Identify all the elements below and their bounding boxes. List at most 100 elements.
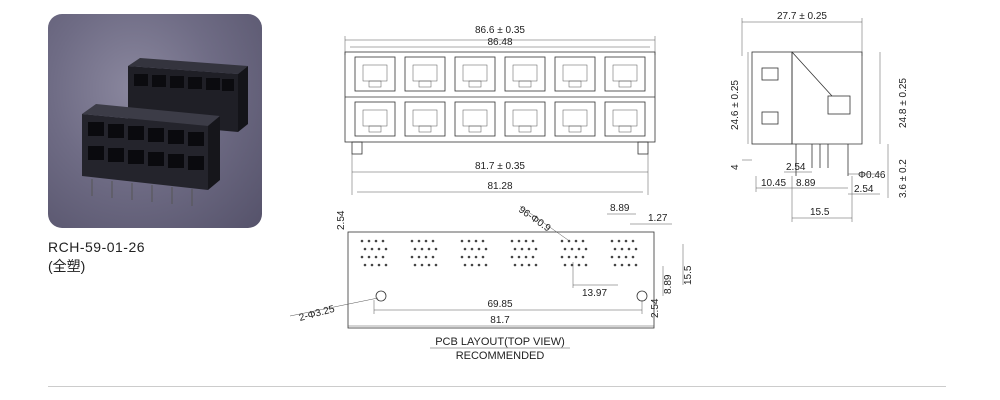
- pcb-hole: [467, 239, 471, 243]
- pcb-hole: [567, 239, 571, 243]
- pcb-hole: [410, 239, 414, 243]
- pcb-hole: [524, 239, 528, 243]
- pcb-hole: [631, 239, 635, 243]
- pcb-hole: [634, 247, 638, 251]
- pcb-hole: [610, 255, 614, 259]
- pcb-hole: [434, 263, 438, 267]
- product-note: (全塑): [48, 258, 86, 274]
- product-photo: [48, 14, 262, 228]
- side-pin-offset: 4: [730, 164, 741, 170]
- pcb-hole: [477, 247, 481, 251]
- pcb-hole: [510, 255, 514, 259]
- pcb-hole: [377, 263, 381, 267]
- pcb-hole: [374, 239, 378, 243]
- pcb-hole: [413, 263, 417, 267]
- pcb-hole: [613, 263, 617, 267]
- pcb-hole: [624, 255, 628, 259]
- pcb-peg-span: 69.85: [487, 299, 512, 310]
- pcb-hole: [460, 239, 464, 243]
- pcb-hole: [460, 255, 464, 259]
- pcb-layout-view: 2.54 96-Φ0.9 8.89 1.27 15.5 8.89 13.97 2…: [289, 203, 694, 362]
- side-footprint-depth: 15.5: [810, 207, 830, 218]
- pcb-pin-pitch: 1.27: [648, 213, 668, 224]
- mounting-peg-left: [375, 290, 387, 302]
- pcb-hole: [463, 263, 467, 267]
- pcb-hole: [517, 255, 521, 259]
- rj45-port: [554, 101, 596, 137]
- pcb-hole: [381, 255, 385, 259]
- front-pitch-width: 81.7 ± 0.35: [475, 161, 525, 172]
- pcb-hole: [424, 255, 428, 259]
- pcb-hole: [567, 255, 571, 259]
- mounting-peg-right: [636, 290, 648, 302]
- pcb-row-offset: 8.89: [663, 274, 674, 294]
- rj45-port: [354, 101, 396, 137]
- pcb-hole: [474, 239, 478, 243]
- pcb-group-pitch: 13.97: [582, 288, 607, 299]
- pcb-hole: [470, 263, 474, 267]
- side-height-right: 24.8 ± 0.25: [898, 78, 909, 128]
- side-view: 27.7 ± 0.25 24.6 ± 0.25 24.8 ± 0.25 4 2.…: [730, 11, 909, 222]
- pcb-hole: [563, 247, 567, 251]
- pcb-hole: [577, 247, 581, 251]
- pcb-hole: [617, 239, 621, 243]
- pcb-hole: [431, 255, 435, 259]
- pcb-hole: [634, 263, 638, 267]
- front-inner-width: 86.48: [487, 37, 512, 48]
- rj45-port: [354, 56, 396, 92]
- pcb-hole: [631, 255, 635, 259]
- front-view: 86.6 ± 0.35 86.48 81.7 ± 0.35 81.28: [344, 25, 656, 195]
- pcb-hole: [581, 255, 585, 259]
- pcb-hole: [427, 247, 431, 251]
- pcb-layout-title: PCB LAYOUT(TOP VIEW): [435, 336, 565, 348]
- connector-photo-illustration: [82, 58, 248, 206]
- pcb-bottom-offset: 2.54: [650, 298, 661, 318]
- pcb-hole: [484, 263, 488, 267]
- rj45-port: [404, 101, 446, 137]
- pcb-hole: [377, 247, 381, 251]
- pcb-hole: [510, 239, 514, 243]
- pcb-hole: [584, 263, 588, 267]
- pcb-hole: [520, 247, 524, 251]
- side-pin-pitch: 2.54: [786, 162, 806, 173]
- side-pin-diameter: Φ0.46: [858, 170, 886, 181]
- pcb-hole: [424, 239, 428, 243]
- pcb-hole: [367, 255, 371, 259]
- rj45-port: [604, 101, 646, 137]
- pcb-hole: [574, 239, 578, 243]
- pcb-layout-subtitle: RECOMMENDED: [456, 350, 545, 362]
- pcb-hole: [560, 239, 564, 243]
- side-offset-mid: 8.89: [796, 178, 816, 189]
- pcb-hole: [527, 263, 531, 267]
- pcb-hole: [627, 263, 631, 267]
- front-pin-span: 81.28: [487, 181, 512, 192]
- pcb-hole: [417, 239, 421, 243]
- pcb-hole: [534, 247, 538, 251]
- pcb-hole: [481, 255, 485, 259]
- front-overall-width: 86.6 ± 0.35: [475, 25, 525, 36]
- rj45-port: [404, 56, 446, 92]
- pcb-hole: [467, 255, 471, 259]
- pcb-hole-pattern: [360, 239, 638, 267]
- pcb-hole: [524, 255, 528, 259]
- pcb-hole: [570, 247, 574, 251]
- pcb-hole: [513, 247, 517, 251]
- pcb-hole: [427, 263, 431, 267]
- pcb-hole: [620, 263, 624, 267]
- pcb-hole: [477, 263, 481, 267]
- pcb-hole: [413, 247, 417, 251]
- pcb-hole: [517, 239, 521, 243]
- pcb-hole: [624, 239, 628, 243]
- pcb-hole: [384, 263, 388, 267]
- pcb-hole: [617, 255, 621, 259]
- pcb-hole: [431, 239, 435, 243]
- pcb-hole: [610, 239, 614, 243]
- pcb-hole: [420, 263, 424, 267]
- rj45-port: [454, 101, 496, 137]
- pcb-hole: [627, 247, 631, 251]
- pcb-hole: [420, 247, 424, 251]
- front-connector-block: [82, 104, 220, 206]
- pcb-hole: [370, 263, 374, 267]
- pcb-hole: [570, 263, 574, 267]
